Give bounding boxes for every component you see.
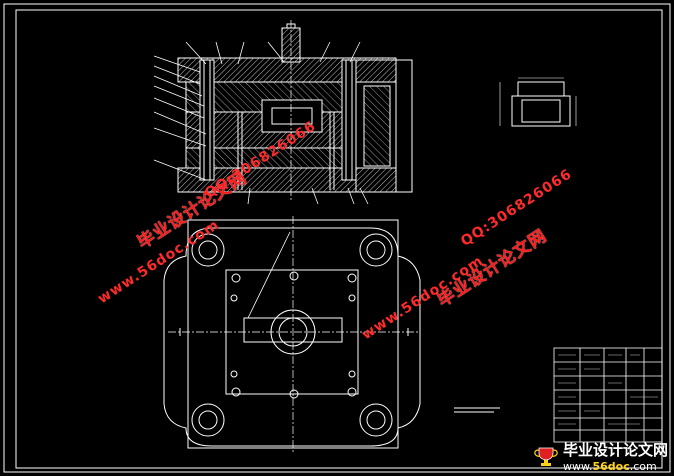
technical-notes xyxy=(454,407,500,413)
title-block xyxy=(553,347,663,443)
outer-border xyxy=(3,3,671,473)
section-view xyxy=(153,20,413,205)
plan-view xyxy=(163,216,421,452)
footer-url-main: 56doc xyxy=(592,460,630,473)
footer-brand-url: www.56doc.com xyxy=(563,460,668,473)
inner-border xyxy=(15,9,663,469)
part-detail-view xyxy=(499,77,577,127)
footer-brand-cn: 毕业设计论文网 xyxy=(562,441,668,459)
footer-url-suffix: .com xyxy=(629,460,657,473)
footer-brand: 毕业设计论文网 www.56doc.com xyxy=(533,439,668,473)
footer-url-prefix: www. xyxy=(562,460,593,473)
trophy-logo-icon xyxy=(534,447,558,466)
